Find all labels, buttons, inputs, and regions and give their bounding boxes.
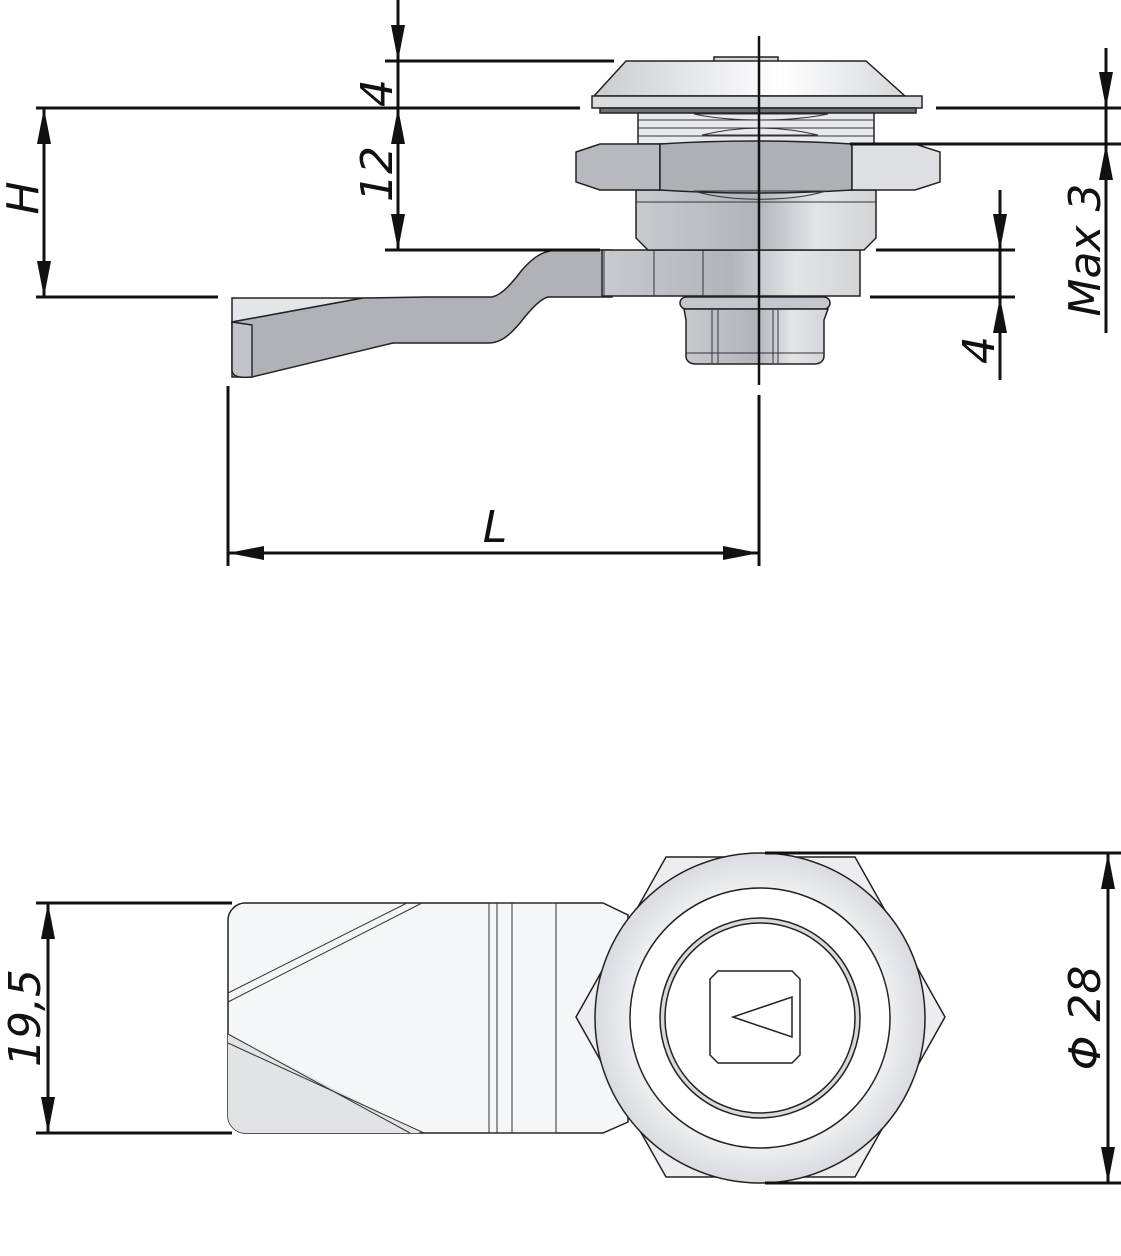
front-view: 19,5 Φ 28 <box>0 851 1121 1185</box>
dim-H-label: H <box>0 181 49 214</box>
hex-nut <box>575 140 941 200</box>
dim-lever-offset-label: 4 <box>954 336 1005 364</box>
lever-side <box>231 249 613 379</box>
dim-L-label: L <box>483 502 508 553</box>
lever-front <box>227 902 629 1134</box>
dim-lever-width-label: 19,5 <box>0 969 51 1067</box>
key-slot <box>709 970 801 1064</box>
dimension-max3: Max 3 <box>850 48 1121 333</box>
dim-diameter-label: Φ 28 <box>1060 966 1111 1071</box>
triangle-key-icon <box>730 995 793 1039</box>
dim-thread-length-label: 12 <box>352 146 403 202</box>
lock-head <box>591 56 923 114</box>
dimension-L: L <box>226 386 761 566</box>
dimension-diameter: Φ 28 <box>765 851 1121 1185</box>
dimension-head-thread: 4 12 <box>36 0 614 252</box>
dimension-lever-width: 19,5 <box>0 901 232 1135</box>
retaining-nut <box>679 296 831 365</box>
lever-hub <box>601 249 861 297</box>
dim-head-height-label: 4 <box>352 79 403 107</box>
dimension-lever-offset: 4 <box>870 190 1015 380</box>
side-view: 4 12 H Max 3 4 <box>0 0 1121 566</box>
dim-max3-label: Max 3 <box>1060 184 1111 317</box>
dimension-H: H <box>0 108 218 299</box>
